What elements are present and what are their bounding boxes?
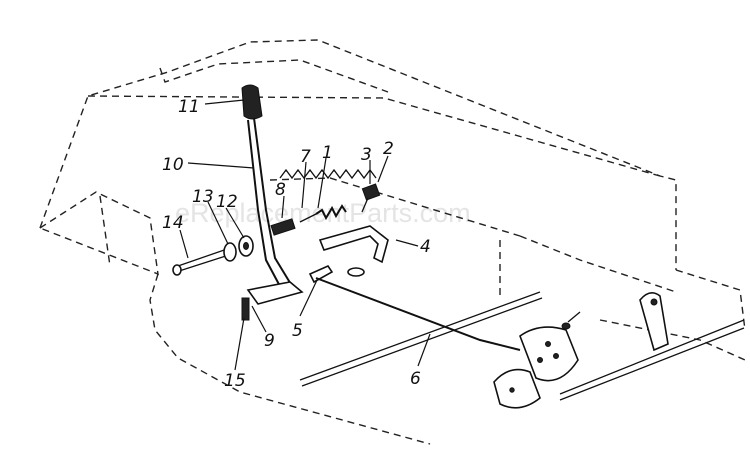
callout-11: 11 xyxy=(178,97,200,117)
shift-lever-edge xyxy=(247,119,283,291)
callout-10: 10 xyxy=(162,155,184,175)
callout-12: 12 xyxy=(216,192,238,212)
callout-1: 1 xyxy=(322,143,333,163)
shift-knob xyxy=(241,84,263,120)
callout-4: 4 xyxy=(420,237,431,257)
bolt-rod xyxy=(172,247,233,276)
callout-labels: 11 10 1 7 8 3 2 13 12 14 4 5 9 15 6 xyxy=(162,97,431,391)
bolt xyxy=(241,297,250,321)
callout-3: 3 xyxy=(361,145,372,165)
frame-serration xyxy=(279,168,377,180)
callout-15: 15 xyxy=(224,371,246,391)
transmission-plate xyxy=(493,326,579,409)
washer xyxy=(223,242,237,262)
lever-bracket xyxy=(246,281,304,305)
callout-6: 6 xyxy=(410,369,421,389)
small-bolt xyxy=(561,311,581,330)
spring xyxy=(270,218,296,236)
callout-13: 13 xyxy=(192,187,214,207)
callout-5: 5 xyxy=(292,321,303,341)
shift-rod xyxy=(299,277,543,387)
callout-2: 2 xyxy=(383,139,394,159)
leader-lines xyxy=(179,99,431,371)
link-pin xyxy=(308,264,334,284)
pivot-pin xyxy=(347,183,381,277)
bracket xyxy=(318,225,389,264)
callout-7: 7 xyxy=(300,147,311,167)
tension-spring xyxy=(299,204,347,223)
callout-9: 9 xyxy=(264,331,275,351)
tractor-body-outline xyxy=(39,39,746,445)
callout-14: 14 xyxy=(162,213,184,233)
callout-8: 8 xyxy=(275,180,286,200)
axle-bar xyxy=(559,292,745,401)
